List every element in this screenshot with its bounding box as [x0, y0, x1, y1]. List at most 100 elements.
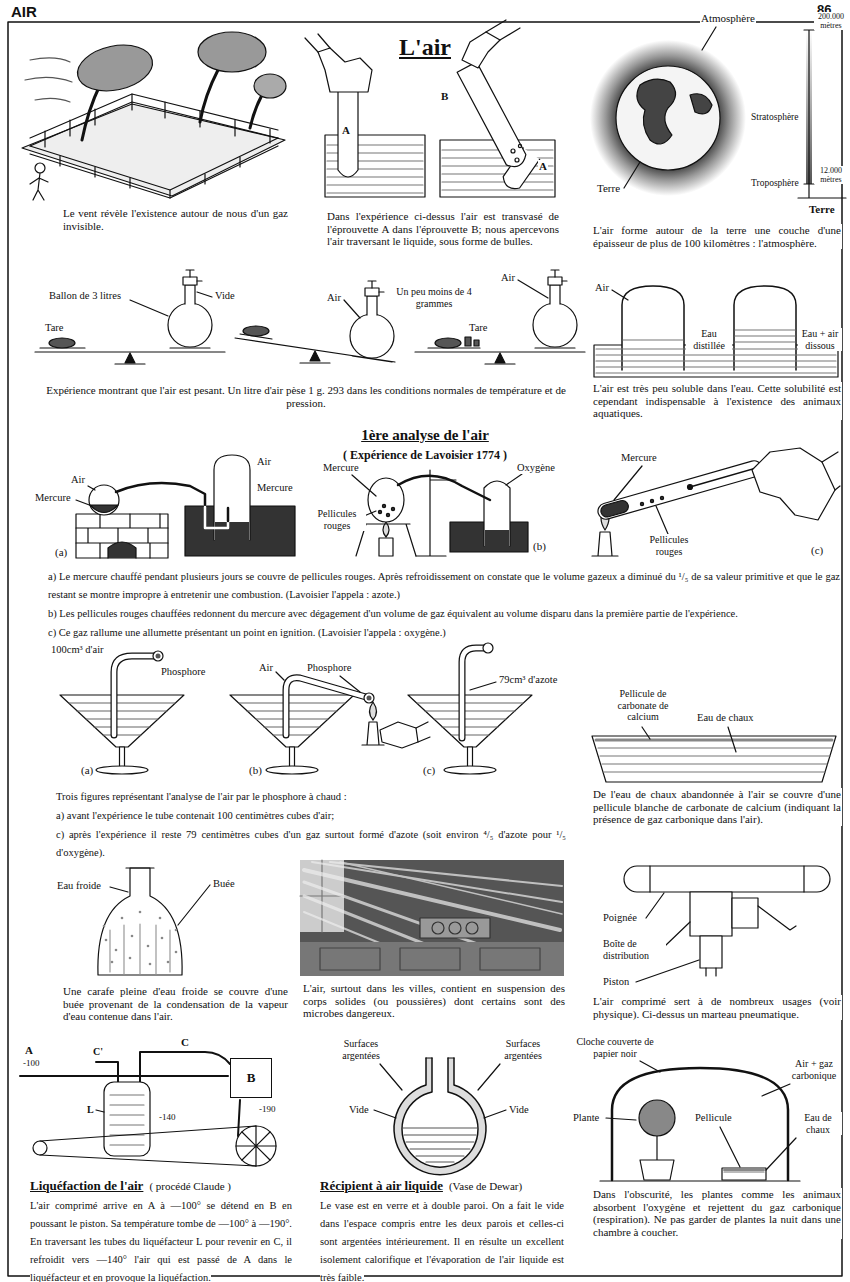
phosphorus-experiment-part [367, 696, 372, 701]
lime-water-basin-part [596, 739, 832, 742]
lavoisier-apparatus-part [592, 532, 618, 556]
pneumatic-hammer-part [732, 898, 758, 928]
lavoisier-apparatus-part [205, 507, 228, 528]
claude-liquefier-part [40, 1126, 256, 1166]
part-label: Poignée [602, 912, 638, 924]
part-label: 12.000 mètres [814, 166, 848, 184]
part-label: Pellicule [694, 1112, 733, 1124]
claude-liquefier-part [140, 1052, 230, 1082]
text-line: b) Les pellicules rouges chauffées redon… [48, 603, 840, 621]
pneumatic-hammer-part [758, 906, 796, 930]
text-group: Trois figures représentant l'analyse de … [56, 786, 566, 861]
lime-water-basin [592, 727, 836, 782]
part-label: Vide [348, 1104, 370, 1116]
section-heading: Récipient à air liquide [320, 1178, 443, 1193]
caption-text: De l'eau de chaux abandonnée à l'air se … [592, 788, 842, 826]
page-header: AIR [10, 3, 38, 20]
lime-water-basin-part [642, 727, 736, 752]
part-label: Terre [808, 203, 836, 216]
lavoisier-apparatus-part-part [600, 499, 630, 518]
part-label: Vide [508, 1104, 530, 1116]
caption-text: Dans l'obscurité, les plantes comme les … [592, 1188, 842, 1239]
dusty-room-part [320, 948, 540, 970]
garden-scene-part [30, 94, 278, 146]
dusty-room-part [300, 860, 564, 976]
labeled-box: B [230, 1058, 272, 1098]
balance-experiment-part [435, 338, 461, 348]
text-group: 1ère analyse de l'air ( Expérience de Lav… [240, 426, 610, 464]
carafe-part-part [131, 935, 134, 938]
caption-text: a) avant l'expérience le tube contenait … [56, 810, 334, 821]
test-tube-experiment-part [511, 149, 515, 153]
carafe-part-part [103, 925, 106, 928]
test-tube-experiment-part [515, 158, 519, 162]
caption-text: Le vent révèle l'existence autour de nou… [62, 207, 289, 232]
phosphorus-experiment-part [416, 722, 430, 742]
page-title: L'air [398, 34, 452, 62]
part-label: Plante [572, 1112, 600, 1124]
part-label: (a) [80, 764, 94, 777]
caption-text: L'air comprimé arrive en A à —100° se dé… [30, 1200, 292, 1282]
claude-liquefier-part [33, 1141, 47, 1155]
test-tube-experiment-part [462, 32, 500, 68]
caption-text: L'air comprimé sert à de nombreux usages… [592, 995, 842, 1020]
part-label: Phosphore [306, 662, 352, 674]
carafe-part [103, 911, 178, 966]
part-label: Eau froide [56, 880, 102, 892]
part-label: Mercure [620, 452, 658, 464]
garden-scene-part [60, 156, 240, 198]
text-line: Récipient à air liquide(Vase de Dewar) [320, 1176, 564, 1194]
part-label: Tare [44, 322, 65, 334]
phosphorus-experiment-part [114, 656, 154, 735]
balance-experiment-part [49, 338, 75, 348]
text-line: c) Ce gaz rallume une allumette présenta… [48, 622, 840, 640]
phosphorus-experiment-part [114, 656, 154, 735]
lavoisier-apparatus-part [822, 452, 840, 490]
lavoisier-apparatus-part [640, 502, 643, 505]
part-label: Surfaces argentées [492, 1038, 554, 1061]
lavoisier-apparatus-part [352, 474, 522, 516]
test-tube-experiment-part [457, 62, 529, 171]
part-label: Air + gaz carbonique [788, 1058, 840, 1081]
part-label: Pellicules rouges [308, 508, 366, 531]
lavoisier-apparatus-part [382, 504, 385, 507]
part-label: Tare [468, 322, 489, 334]
caption-text: L'air, surtout dans les villes, contient… [302, 982, 566, 1020]
part-label: -190 [258, 1104, 277, 1114]
claude-liquefier [20, 1052, 276, 1166]
lavoisier-apparatus-part [76, 486, 95, 506]
claude-liquefier-part [96, 1110, 104, 1112]
lavoisier-apparatus-part [378, 510, 381, 513]
part-label: Phosphore [160, 666, 206, 678]
balance-experiment-part [125, 353, 135, 363]
phosphorus-experiment-part [462, 648, 484, 738]
carafe-part-part [115, 949, 118, 952]
pneumatic-hammer [624, 866, 830, 982]
part-label: Mercure [256, 482, 294, 494]
carafe-part [110, 924, 170, 974]
part-label: B [440, 90, 449, 103]
text-line: 1ère analyse de l'air [240, 426, 610, 444]
lavoisier-apparatus-part [90, 505, 118, 513]
dewar-flask-part [394, 1058, 486, 1175]
text-group: a) Le mercure chauffé pendant plusieurs … [48, 566, 840, 641]
test-tube-experiment-part [338, 92, 358, 177]
earth-atmosphere [590, 27, 846, 198]
phosphorus-experiment-part [380, 722, 418, 748]
section-heading: ( Expérience de Lavoisier 1774 ) [343, 448, 507, 462]
lavoisier-apparatus-part-part [596, 459, 764, 521]
dusty-room-part-part [330, 862, 562, 886]
lavoisier-apparatus-part [215, 522, 249, 540]
carafe-part [98, 868, 182, 975]
claude-liquefier-part [236, 1126, 276, 1166]
part-label: 200.000 mètres [814, 12, 848, 30]
part-label: Cloche couverte de papier noir [566, 1036, 664, 1059]
balance-experiment-part [344, 300, 360, 318]
text-group: Liquéfaction de l'air( procédé Claude )L… [30, 1176, 292, 1282]
text-line: Trois figures représentant l'analyse de … [56, 786, 566, 804]
carafe-part-part [175, 929, 178, 932]
phosphorus-experiment-part [483, 643, 493, 653]
plant-bell-jar-part [612, 1068, 788, 1180]
carafe-part-part [161, 937, 164, 940]
solubility-experiment-part [622, 286, 684, 370]
